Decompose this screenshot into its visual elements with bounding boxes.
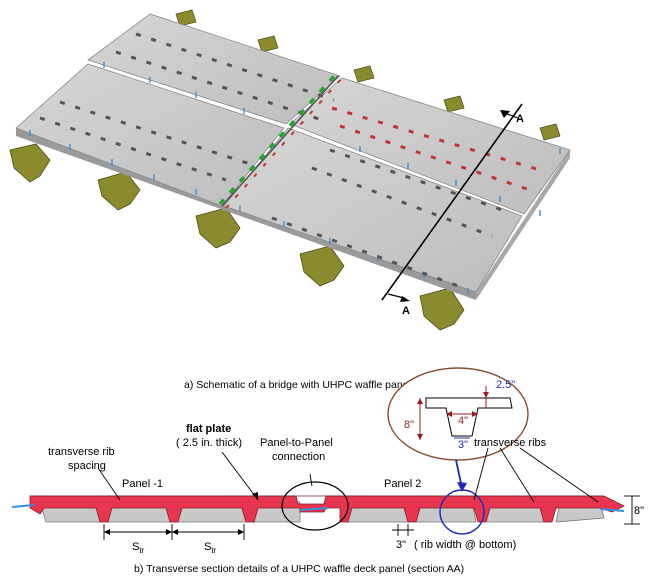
panel-back-left (87, 13, 341, 125)
rib-width-value: 3" (396, 539, 406, 551)
depth-total: 8" (634, 505, 644, 517)
panel-back-right (289, 77, 571, 215)
rib-openings-red (331, 106, 541, 192)
panel-joint (221, 75, 339, 207)
label-connection-2: connection (272, 451, 325, 463)
caption-b: b) Transverse section details of a UHPC … (134, 563, 464, 575)
rib-detail-shape (425, 397, 513, 437)
label-flat-plate-1: flat plate (186, 423, 231, 435)
detail-depth: 8" (404, 419, 414, 431)
rib-openings (39, 32, 509, 290)
str-label-2: Str (204, 541, 217, 555)
plate-end-left (11, 504, 35, 508)
str-label-1: Str (132, 541, 145, 555)
label-panel-2: Panel 2 (384, 478, 421, 490)
rib-detail-callout: 2.5" 4" 3" 8" (387, 367, 529, 461)
bridge-schematic: A A (9, 9, 571, 331)
rib-spacing-arrows (104, 529, 244, 535)
label-panel-1: Panel -1 (122, 478, 163, 490)
plate-end-right (599, 508, 625, 512)
depth-dim (624, 495, 640, 525)
section-marker-bottom: A (402, 305, 410, 317)
label-rib-spacing-1: transverse rib (48, 446, 115, 458)
detail-rib-top: 4" (458, 415, 468, 427)
caption-a: a) Schematic of a bridge with UHPC waffl… (184, 379, 411, 391)
label-rib-spacing-2: spacing (68, 460, 106, 472)
section-marker-top: A (516, 113, 524, 125)
rib-width-note: ( rib width @ bottom) (414, 539, 516, 551)
deck-panels (15, 13, 571, 293)
label-connection-1: Panel-to-Panel (260, 437, 333, 449)
girder-ends-back (175, 9, 561, 141)
connection-highlight (281, 481, 349, 531)
girders-front (9, 143, 465, 331)
section-profile (11, 495, 625, 523)
detail-top-plate: 2.5" (496, 379, 515, 391)
section-line-aa (381, 103, 523, 302)
label-flat-plate-2: ( 2.5 in. thick) (176, 437, 242, 449)
leader-lines (97, 447, 599, 503)
detail-rib-bottom: 3" (458, 439, 468, 451)
label-transverse-ribs: transverse ribs (474, 437, 547, 449)
rib-width-dim (392, 524, 414, 536)
